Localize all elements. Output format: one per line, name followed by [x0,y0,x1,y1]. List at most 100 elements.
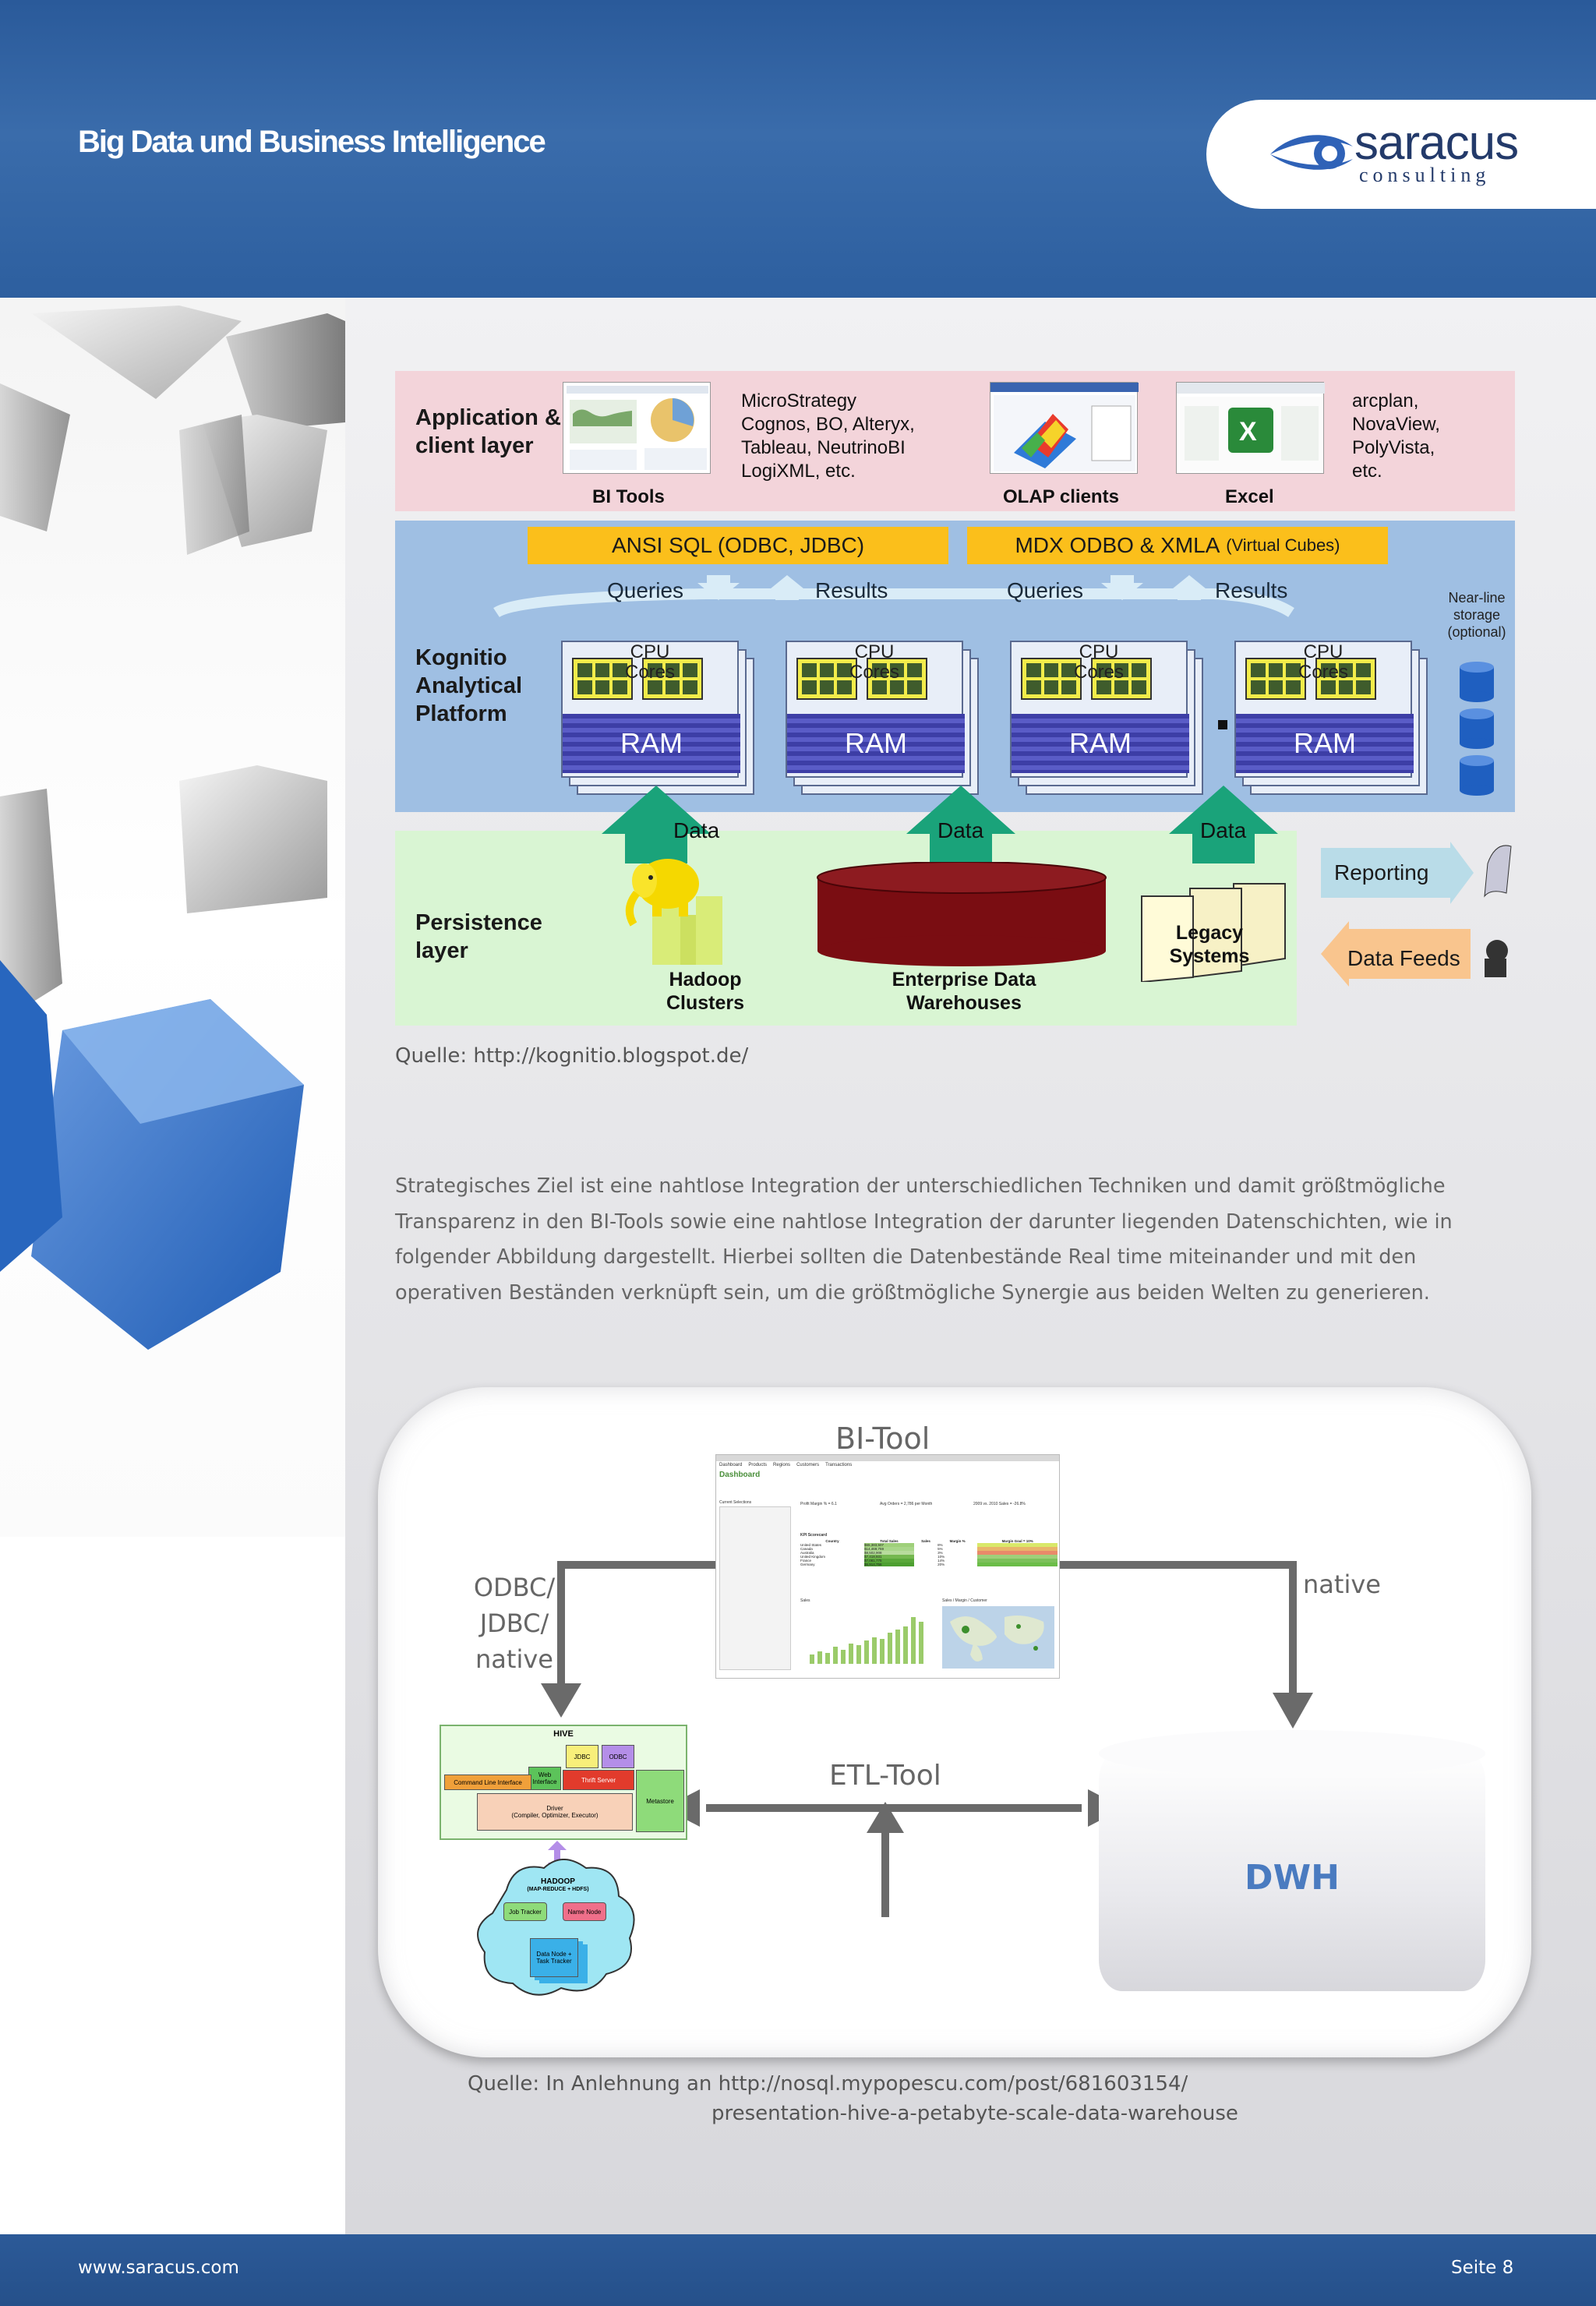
cpu-chip-icon [572,658,633,700]
compute-node-4: CPU Cores RAM [1234,641,1429,796]
compute-node-1: CPU Cores RAM [561,641,756,796]
cpu-chip-icon [796,658,857,700]
table-header: Country [825,1539,839,1543]
cpu-chip-icon [1245,658,1306,700]
compute-node-3: CPU Cores RAM [1010,641,1205,796]
mdx-bar: MDX ODBO & XMLA (Virtual Cubes) [967,527,1388,564]
cpu-chip-icon [1091,658,1152,700]
table-row: Australia $8,502,908 3% [800,1551,1058,1555]
table-row: France $7,081,775 14% [800,1559,1058,1563]
dashboard-current-selections: Current Selections [719,1500,752,1505]
cpu-chip-icon [1315,658,1376,700]
cpu-chip-icon [867,658,927,700]
dwh-label: DWH [1245,1858,1340,1898]
disk-storage-icon [1460,662,1494,796]
side-arrows [1321,842,1512,987]
hive-thrift-block: Thrift Server [563,1770,634,1790]
data-label-3: Data [1200,818,1247,842]
other-tools-list: arcplan, NovaView, PolyVista, etc. [1352,390,1440,482]
table-cell [977,1563,1058,1566]
logo-wordmark: saracus [1354,116,1519,170]
legacy-servers-icon [1141,883,1286,982]
olap-clients-label: OLAP clients [1003,486,1119,507]
cpu-cores-label: CPU Cores [624,641,676,683]
ansi-sql-label: ANSI SQL (ODBC, JDBC) [611,533,865,557]
hive-driver-label: Driver [546,1805,563,1812]
table-cell: United States [800,1543,822,1547]
table-header: Total Sales [880,1539,899,1543]
job-tracker-block: Job Tracker [503,1902,547,1921]
source-caption-2-line2: presentation-hive-a-petabyte-scale-data-… [711,2102,1238,2125]
hive-architecture: HIVE JDBC ODBC Web Interface Command Lin… [440,1725,687,1840]
dwh-cylinder [1099,1750,1485,1991]
dashboard-world-map [942,1606,1054,1669]
hive-odbc-block: ODBC [602,1745,634,1768]
table-cell: $8,502,908 [863,1551,914,1555]
table-row: Canada $14,469,759 5% [800,1547,1058,1551]
results-label-1: Results [815,578,888,602]
reporting-label: Reporting [1334,860,1429,885]
data-feeds-label: Data Feeds [1347,946,1460,970]
bi-tools-list: MicroStrategy Cognos, BO, Alteryx, Table… [741,390,915,482]
node-ellipsis-dot [1218,720,1227,729]
nearline-storage-label: Near-line storage (optional) [1447,590,1506,640]
hadoop-subtitle: (MAP-REDUCE + HDFS) [527,1887,589,1892]
dashboard-title: Dashboard [719,1471,761,1479]
hadoop-elephant-icon [625,859,722,965]
excel-label: Excel [1225,486,1274,507]
ram-label: RAM [787,714,965,773]
cpu-cores-label: CPU Cores [1298,641,1349,683]
data-label-2: Data [937,818,984,842]
page-number: Seite 8 [1451,2258,1514,2278]
dashboard-tabs: Dashboard Products Regions Customers Tra… [719,1463,852,1467]
body-paragraph: Strategisches Ziel ist eine nahtlose Int… [395,1174,1453,1305]
cpu-cores-label: CPU Cores [1073,641,1125,683]
table-cell: 5% [937,1547,943,1551]
odbc-jdbc-native-label: ODBC/ JDBC/ native [473,1570,556,1677]
dashboard-chart-title-1: Sales [800,1598,810,1603]
table-cell [977,1551,1058,1555]
table-cell: $6,914,756 [863,1563,914,1566]
company-logo: saracus consulting [1206,100,1596,209]
name-node-block: Name Node [563,1902,606,1921]
table-cell: $14,469,759 [863,1547,914,1551]
dashboard-tab: Customers [796,1463,820,1467]
edw-label: Enterprise Data Warehouses [892,969,1036,1014]
dashboard-tab: Regions [773,1463,791,1467]
edw-cylinder-icon [817,862,1107,966]
decorative-cubes-image [0,298,345,1537]
dashboard-kpi-1: Profit Margin % = 6.1 [800,1502,837,1506]
table-cell: $7,418,931 [863,1555,914,1559]
table-cell: 14% [937,1559,945,1563]
hive-jdbc-block: JDBC [566,1745,598,1768]
page-footer: www.saracus.com Seite 8 [0,2234,1596,2306]
table-cell: $7,081,775 [863,1559,914,1563]
table-header: Margin Goal = 10% [1001,1539,1033,1543]
cpu-cores-label: CPU Cores [849,641,900,683]
document-title: Big Data und Business Intelligence [78,125,546,159]
table-cell: 3% [937,1551,943,1555]
results-label-2: Results [1215,578,1288,602]
table-cell [977,1559,1058,1563]
table-cell [977,1547,1058,1551]
mdx-sublabel: (Virtual Cubes) [1226,535,1340,555]
source-caption-2: Quelle: In Anlehnung an http://nosql.myp… [468,2069,1238,2128]
cpu-chip-icon [642,658,703,700]
ram-label: RAM [1012,714,1189,773]
data-arrows [602,786,1278,863]
hadoop-cloud: HADOOP (MAP-REDUCE + HDFS) Job Tracker N… [475,1859,641,2008]
dashboard-sidebar [719,1506,791,1670]
table-cell: 8% [937,1543,943,1547]
table-cell [977,1543,1058,1547]
footer-website-link[interactable]: www.saracus.com [78,2258,239,2278]
source-caption-2-line1: Quelle: In Anlehnung an http://nosql.myp… [468,2072,1188,2096]
bi-tool-label: BI-Tool [835,1421,930,1456]
hive-metastore-block: Metastore [636,1770,684,1832]
bi-dashboard-screenshot: Dashboard Products Regions Customers Tra… [715,1454,1060,1679]
hive-title: HIVE [553,1729,574,1739]
bi-tools-screenshot [563,382,711,474]
hive-driver-sublabel: (Compiler, Optimizer, Executor) [511,1812,598,1819]
table-cell: 20% [937,1563,945,1566]
persistence-label: Persistence layer [415,910,542,963]
ram-label: RAM [1236,714,1414,773]
